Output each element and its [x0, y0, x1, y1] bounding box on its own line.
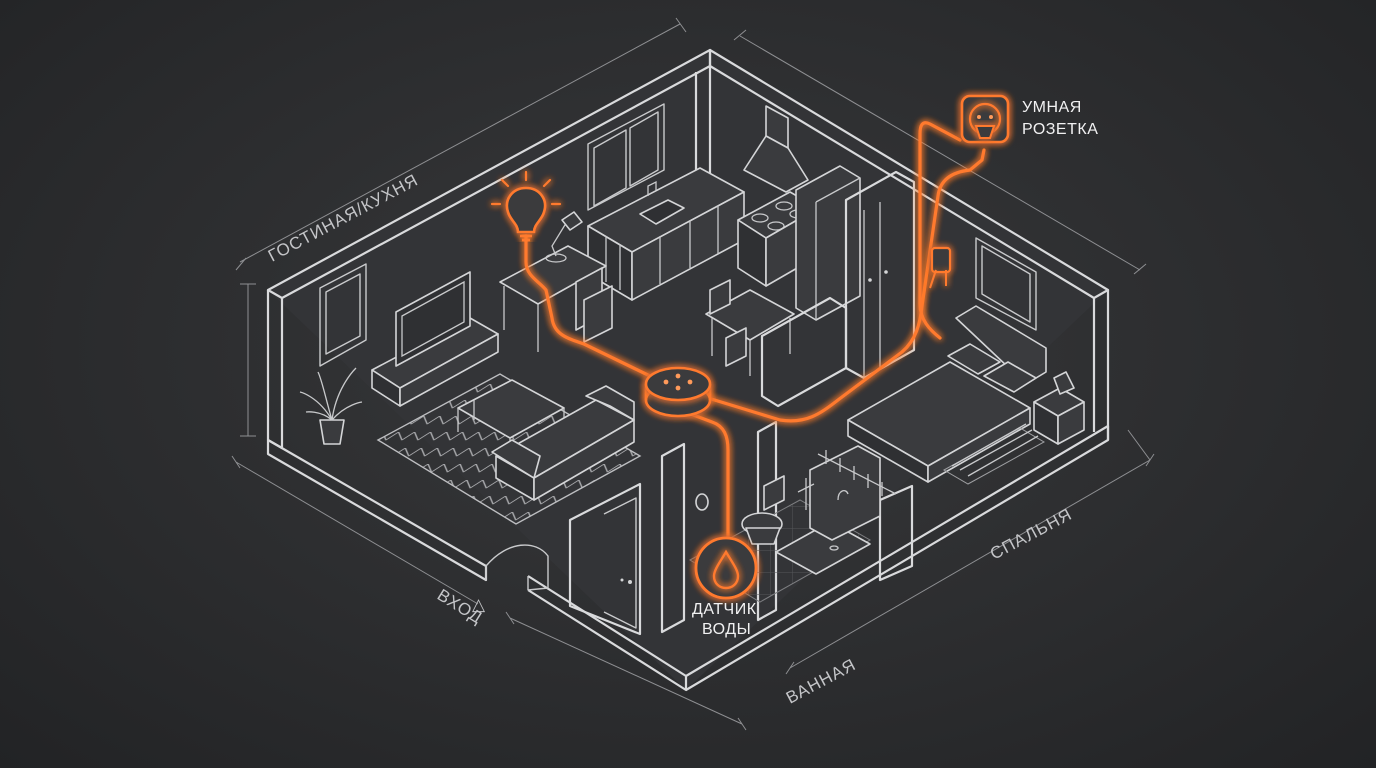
- device-label-water-1: ДАТЧИК: [692, 601, 757, 618]
- bedroom: [847, 237, 1085, 485]
- toilet: [741, 475, 785, 545]
- smart-socket-icon[interactable]: [960, 94, 1010, 150]
- kitchen: [499, 103, 861, 376]
- entrance-arrow-icon: △: [472, 595, 486, 614]
- living-room: [299, 263, 642, 525]
- device-label-water-2: ВОДЫ: [702, 621, 751, 638]
- room-label-bathroom: ВАННАЯ: [783, 655, 859, 708]
- smart-home-wiring: [524, 121, 986, 546]
- bed: [847, 305, 1047, 483]
- device-label-socket-2: РОЗЕТКА: [1022, 121, 1098, 138]
- bathroom: [620, 445, 897, 603]
- sofa: [491, 385, 635, 501]
- device-label-socket-1: УМНАЯ: [1022, 99, 1082, 116]
- wall-plug-icon: [929, 246, 952, 289]
- smart-hub-icon[interactable]: [644, 366, 712, 418]
- dimension-lines: [231, 17, 1155, 731]
- water-drop-icon[interactable]: [694, 536, 758, 600]
- room-label-bedroom: СПАЛЬНЯ: [987, 504, 1075, 563]
- light-bulb-icon[interactable]: [490, 170, 562, 242]
- plant: [299, 367, 363, 445]
